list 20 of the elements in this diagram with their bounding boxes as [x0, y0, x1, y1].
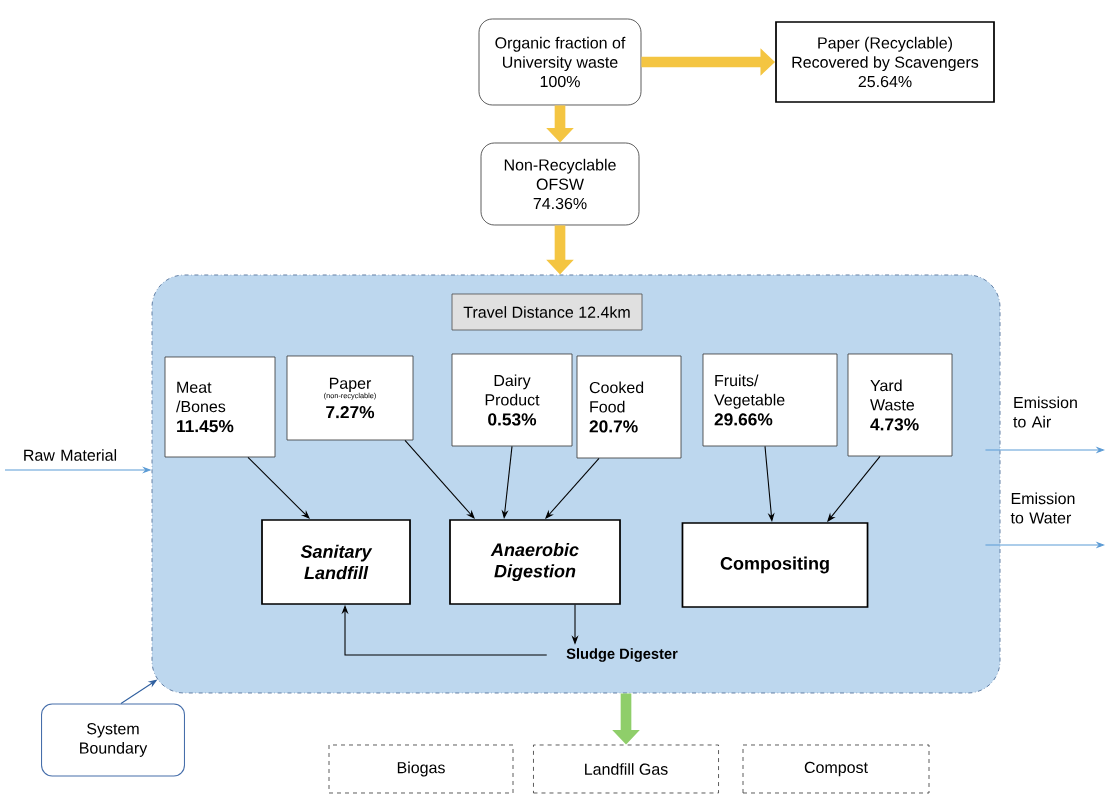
output-box: Compost [742, 744, 930, 794]
callout-box: System Boundary [41, 703, 185, 777]
category-box: Cooked Food 20.7% [576, 355, 682, 459]
distance-box: Travel Distance 12.4km [451, 293, 643, 331]
flow-box: Non-Recyclable OFSW 74.36% [480, 142, 640, 226]
edge-label: Emission to Water [1010, 492, 1075, 524]
edge-label: Emission to Air [1013, 396, 1077, 428]
process-box: Anaerobic Digestion [449, 519, 621, 605]
process-box: Sanitary Landfill [261, 519, 411, 605]
process-label: Sludge Digester [566, 648, 678, 662]
category-box: Fruits/ Vegetable 29.66% [702, 353, 838, 447]
category-box: Dairy Product 0.53% [451, 353, 573, 447]
category-box: Meat /Bones 11.45% [164, 356, 276, 458]
output-box: Biogas [328, 744, 514, 794]
category-box: Yard Waste 4.73% [847, 353, 953, 457]
output-box: Landfill Gas [533, 744, 719, 794]
flow-box: Organic fraction of University waste 100% [478, 18, 642, 106]
process-box: Compositing [681, 522, 869, 608]
output-box: Paper (Recyclable) Recovered by Scavengers 25.64% [775, 21, 995, 103]
edge-label: Raw Material [24, 449, 117, 461]
